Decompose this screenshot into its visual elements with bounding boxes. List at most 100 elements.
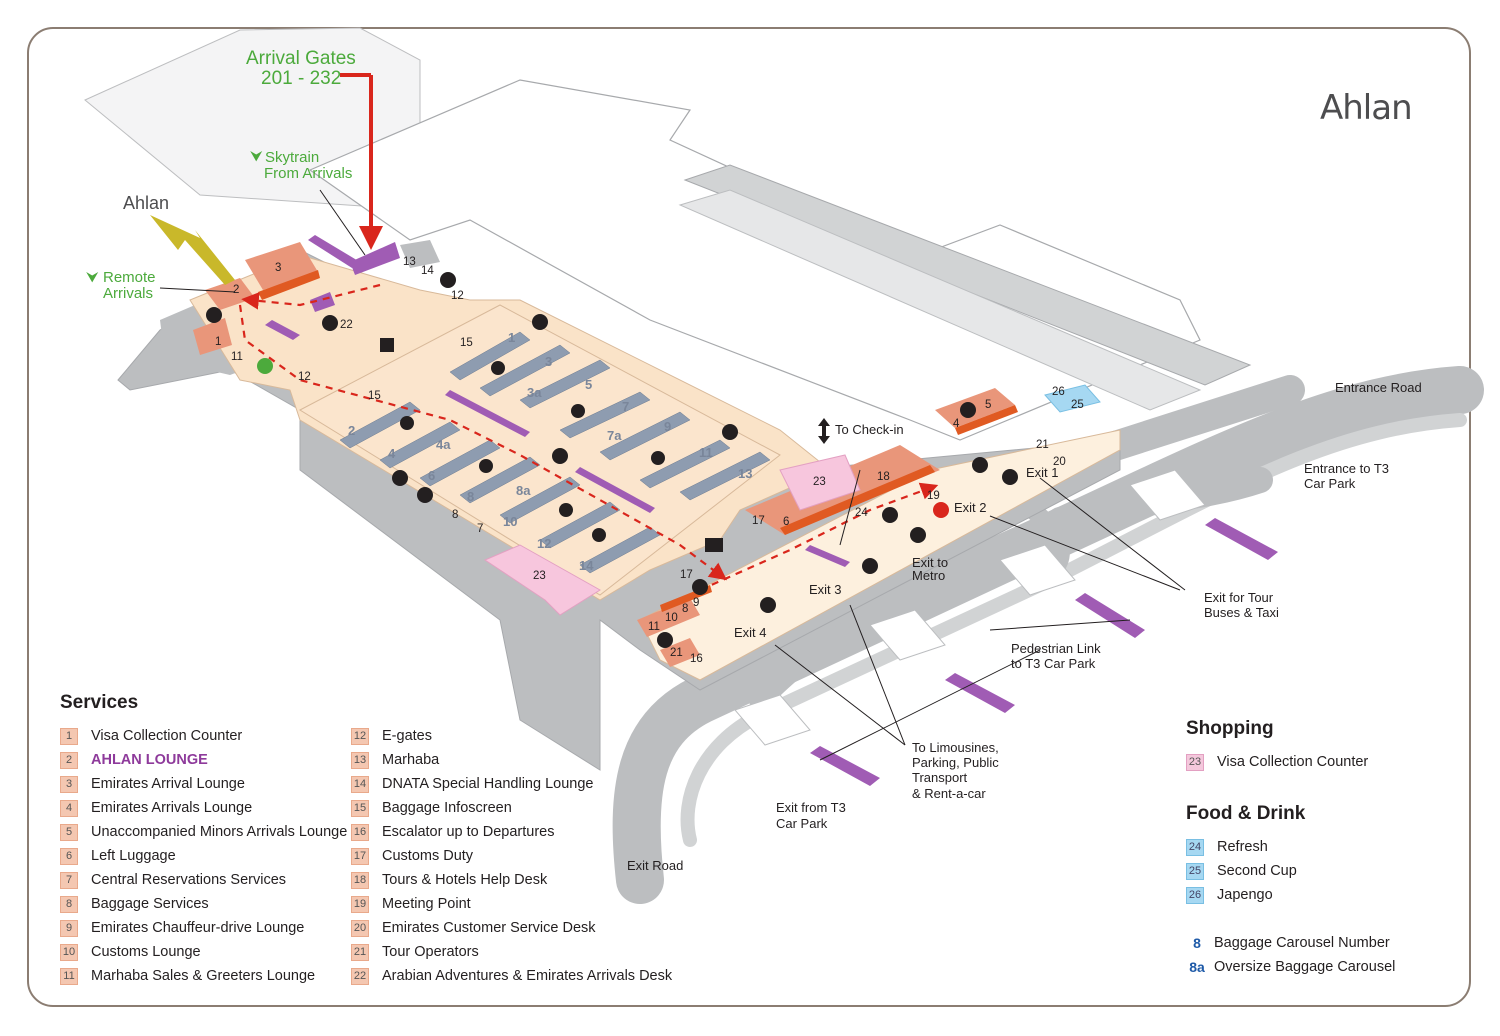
legend-number-badge: 8a (1189, 958, 1205, 975)
exit-2-label: Exit 2 (954, 500, 987, 515)
legend-number-badge: 13 (351, 751, 369, 769)
exit-road-label: Exit Road (627, 858, 683, 873)
remote-arrivals-label: Remote (103, 269, 156, 286)
legend-number-badge: 23 (1186, 753, 1204, 771)
legend-label: Central Reservations Services (91, 872, 287, 888)
meeting-point-icon (933, 502, 949, 518)
carousel-number: 7 (622, 399, 629, 414)
limo-label-3: Transport (912, 770, 968, 785)
legend-number-badge: 5 (60, 823, 78, 841)
purple-elements (265, 235, 850, 567)
exit-1-label: Exit 1 (1026, 465, 1059, 480)
legend-item: 22 Arabian Adventures & Emirates Arrivals… (351, 964, 672, 988)
area-number: 5 (985, 399, 991, 411)
carousel-number: 7a (607, 428, 622, 443)
area-number: 16 (690, 653, 703, 665)
exit-from-t3-label: Exit from T3 (776, 800, 846, 815)
area-number: 11 (231, 351, 243, 363)
ahlan-pointer-label: Ahlan (123, 193, 169, 213)
brand-title: Ahlan (1320, 88, 1413, 128)
shop-23-airside (483, 544, 601, 616)
pier-roof-2 (678, 189, 1202, 411)
remote-arrivals-label-2: Arrivals (103, 285, 153, 302)
customs-icon (380, 338, 394, 352)
legend-number-badge: 24 (1186, 838, 1204, 856)
limo-label: To Limousines, (912, 740, 999, 755)
legend-number-badge: 10 (60, 943, 78, 961)
legend-label: AHLAN LOUNGE (91, 752, 208, 768)
area-number: 25 (1071, 399, 1084, 411)
shopping-list: 23 Visa Collection Counter (1186, 750, 1368, 774)
legend-label: Marhaba (382, 752, 440, 768)
area-number: 22 (340, 319, 353, 331)
legend-number-badge: 22 (351, 967, 369, 985)
up-down-arrow-icon (818, 418, 830, 444)
legend-item: 12 E-gates (351, 724, 672, 748)
area-number: 11 (648, 621, 660, 633)
entrance-road-label: Entrance Road (1335, 380, 1422, 395)
legend-label: Unaccompanied Minors Arrivals Lounge (91, 824, 348, 840)
arrival-gates-range: 201 - 232 (261, 68, 341, 89)
legend-label: Customs Duty (382, 848, 474, 864)
legend-label: Japengo (1217, 887, 1273, 903)
down-arrow-icon-2: ⮟ (86, 269, 99, 286)
legend-number-badge: 26 (1186, 886, 1204, 904)
legend-label: Escalator up to Departures (382, 824, 555, 840)
carousel-number: 3 (545, 354, 552, 369)
exit-tour-label-2: Buses & Taxi (1204, 605, 1279, 620)
legend-number-badge: 20 (351, 919, 369, 937)
legend-item: 23 Visa Collection Counter (1186, 750, 1368, 774)
legend-label: Emirates Chauffeur-drive Lounge (91, 920, 305, 936)
shop-23-landside (779, 454, 861, 511)
carousel-number: 6 (428, 468, 435, 483)
legend-label: Visa Collection Counter (91, 728, 243, 744)
legend-label: Baggage Services (91, 896, 209, 912)
legend-label: E-gates (382, 728, 432, 744)
service-blocks (193, 240, 1018, 667)
exit-4-label: Exit 4 (734, 625, 767, 640)
legend-item: 26 Japengo (1186, 883, 1305, 907)
to-checkin-label: To Check-in (835, 422, 904, 437)
area-number: 12 (451, 290, 464, 302)
legend-label: Visa Collection Counter (1217, 754, 1369, 770)
legend-label: Baggage Carousel Number (1214, 935, 1390, 951)
legend-number-badge: 12 (351, 727, 369, 745)
area-number: 17 (752, 515, 765, 527)
legend-label: Arabian Adventures & Emirates Arrivals D… (382, 968, 673, 984)
legend-label: Oversize Baggage Carousel (1214, 959, 1396, 975)
legend-number-badge: 8 (60, 895, 78, 913)
legend-item: 13 Marhaba (351, 748, 672, 772)
legend-label: Baggage Infoscreen (382, 800, 512, 816)
legend-label: Emirates Arrivals Lounge (91, 800, 253, 816)
legend-label: Customs Lounge (91, 944, 201, 960)
legend-number-badge: 25 (1186, 862, 1204, 880)
area-number: 15 (460, 337, 473, 349)
legend-item: 5 Unaccompanied Minors Arrivals Lounge (60, 820, 351, 844)
area-number: 9 (693, 597, 699, 609)
info-icon (322, 315, 1018, 574)
food-title: Food & Drink (1186, 803, 1306, 824)
exit-tour-label: Exit for Tour (1204, 590, 1274, 605)
carousels (339, 331, 771, 574)
carousel-number: 2 (348, 423, 355, 438)
carousel-number: 5 (585, 377, 592, 392)
carousel-number: 8 (467, 489, 474, 504)
